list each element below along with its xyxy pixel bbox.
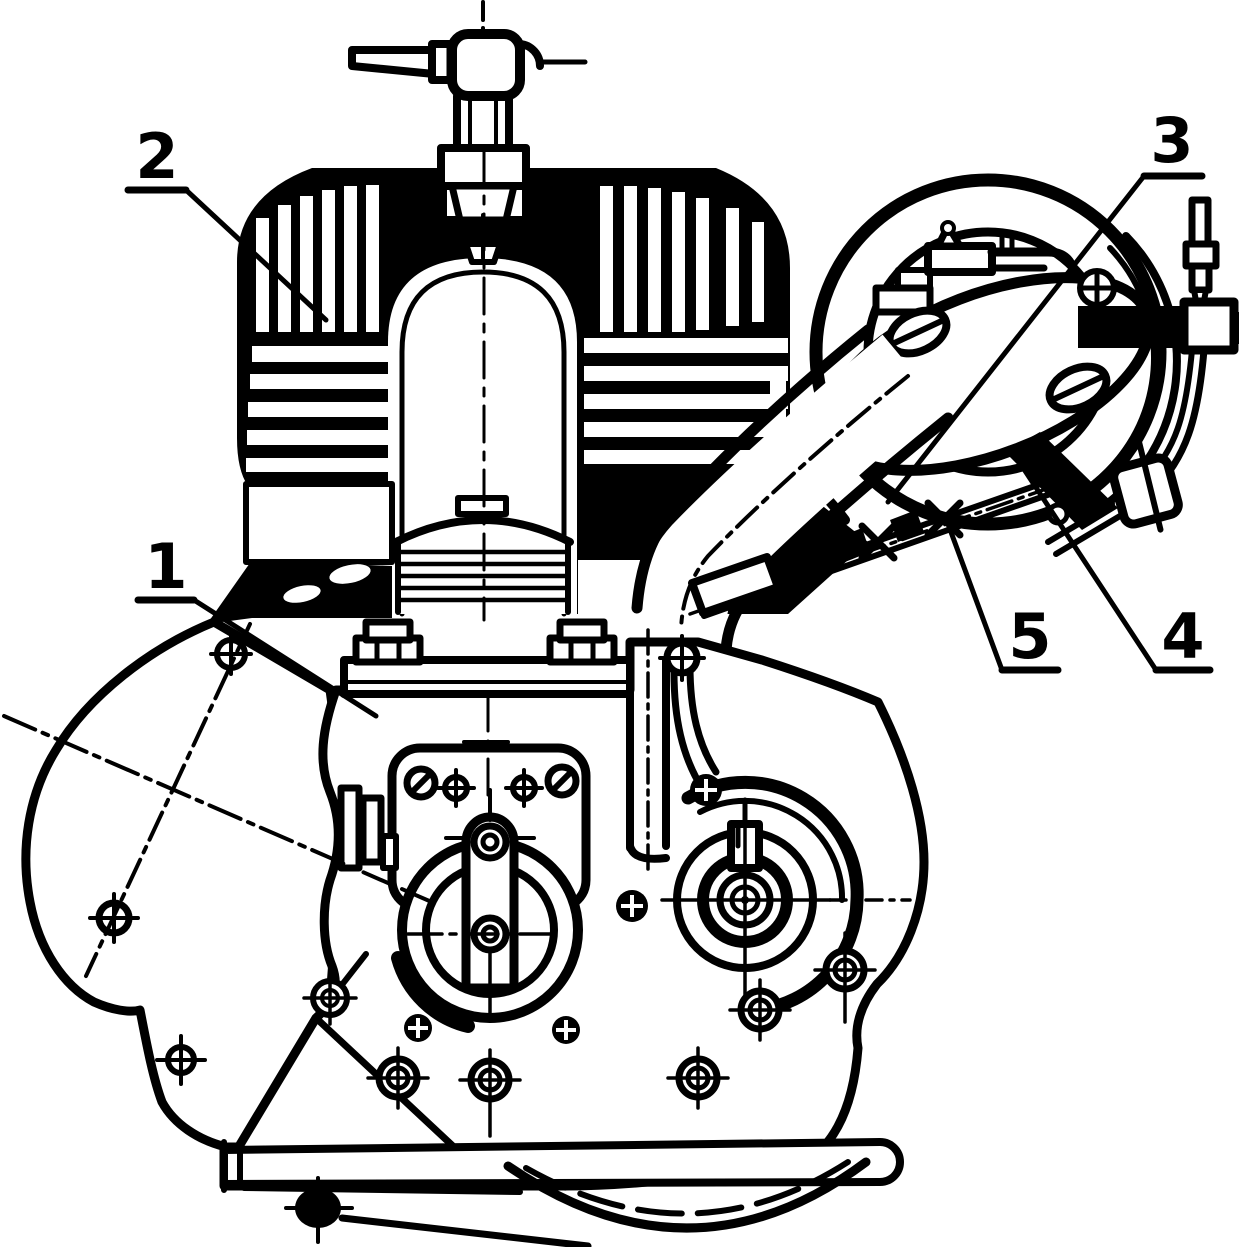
breaker-assembly — [872, 220, 1084, 316]
callout-4: 4 — [1007, 445, 1214, 674]
bar-bolt-center — [406, 914, 562, 1016]
rod-sleeve — [688, 553, 782, 617]
phillips-screw — [1077, 268, 1117, 308]
black-bolt-1 — [404, 1014, 432, 1042]
flange-screw-left — [885, 306, 951, 358]
bolts — [88, 632, 877, 1138]
plug-wire — [348, 46, 438, 78]
inlet-passage — [626, 628, 720, 874]
plug-cap — [447, 29, 525, 101]
cover-notch-tab — [1109, 437, 1183, 533]
black-bolt-3 — [616, 890, 648, 922]
callout-5: 5 — [945, 521, 1062, 674]
case-bolt — [658, 634, 706, 682]
cooling-fins-side-right — [584, 338, 788, 464]
black-bolt-2 — [552, 1016, 580, 1044]
flange-nut-right — [546, 618, 618, 666]
flange-screw-right — [1045, 362, 1111, 414]
foot-bar — [220, 1138, 904, 1247]
black-bolt-4 — [690, 774, 722, 806]
throttle-rod — [688, 477, 1068, 619]
cooling-fins-top-right — [600, 186, 764, 332]
cover-screw-left — [403, 765, 439, 801]
cooling-fins-side-left — [246, 346, 390, 472]
cover-bolt-b — [504, 768, 544, 808]
ring-bolt-3 — [458, 1048, 522, 1138]
callout-5-label: 5 — [1008, 600, 1051, 673]
flange-nut-left — [352, 618, 424, 666]
ring-bolt-1 — [302, 970, 358, 1026]
intake-pipe — [631, 324, 954, 656]
cable-adjuster — [1078, 196, 1239, 355]
callout-3: 3 — [885, 104, 1206, 505]
engine-mount-plate — [21, 617, 350, 1152]
flywheel-arc — [503, 1157, 871, 1233]
callout-1: 1 — [134, 530, 379, 719]
crankcase — [219, 618, 929, 1191]
ring-bolt-6 — [813, 931, 877, 1024]
plate-bolt-low — [155, 1034, 207, 1086]
cover-screw-right — [544, 763, 580, 799]
callout-2: 2 — [124, 120, 329, 323]
pipe-centerline — [679, 374, 910, 632]
drive-hub — [660, 775, 912, 1017]
callout-3-label: 3 — [1150, 104, 1193, 177]
callout-4-label: 4 — [1161, 600, 1204, 673]
centerlines — [2, 148, 510, 978]
ring-bolt-4 — [666, 1046, 730, 1110]
callouts: 1 2 3 4 5 — [124, 104, 1214, 719]
x-mark-2 — [924, 499, 964, 539]
cooling-fins-top-left — [256, 185, 379, 332]
ring-bolt-2 — [366, 1046, 430, 1110]
carb-bowl-shadow — [1005, 432, 1118, 530]
callout-2-label: 2 — [135, 120, 178, 193]
exhaust-port-box — [243, 481, 395, 565]
ring-bolt-5 — [728, 978, 792, 1042]
cover-bolt-a — [436, 768, 476, 808]
bar-bolt-top — [444, 788, 536, 862]
callout-1-label: 1 — [144, 530, 187, 603]
exhaust-wedge — [250, 560, 392, 618]
x-mark-1 — [858, 522, 898, 562]
